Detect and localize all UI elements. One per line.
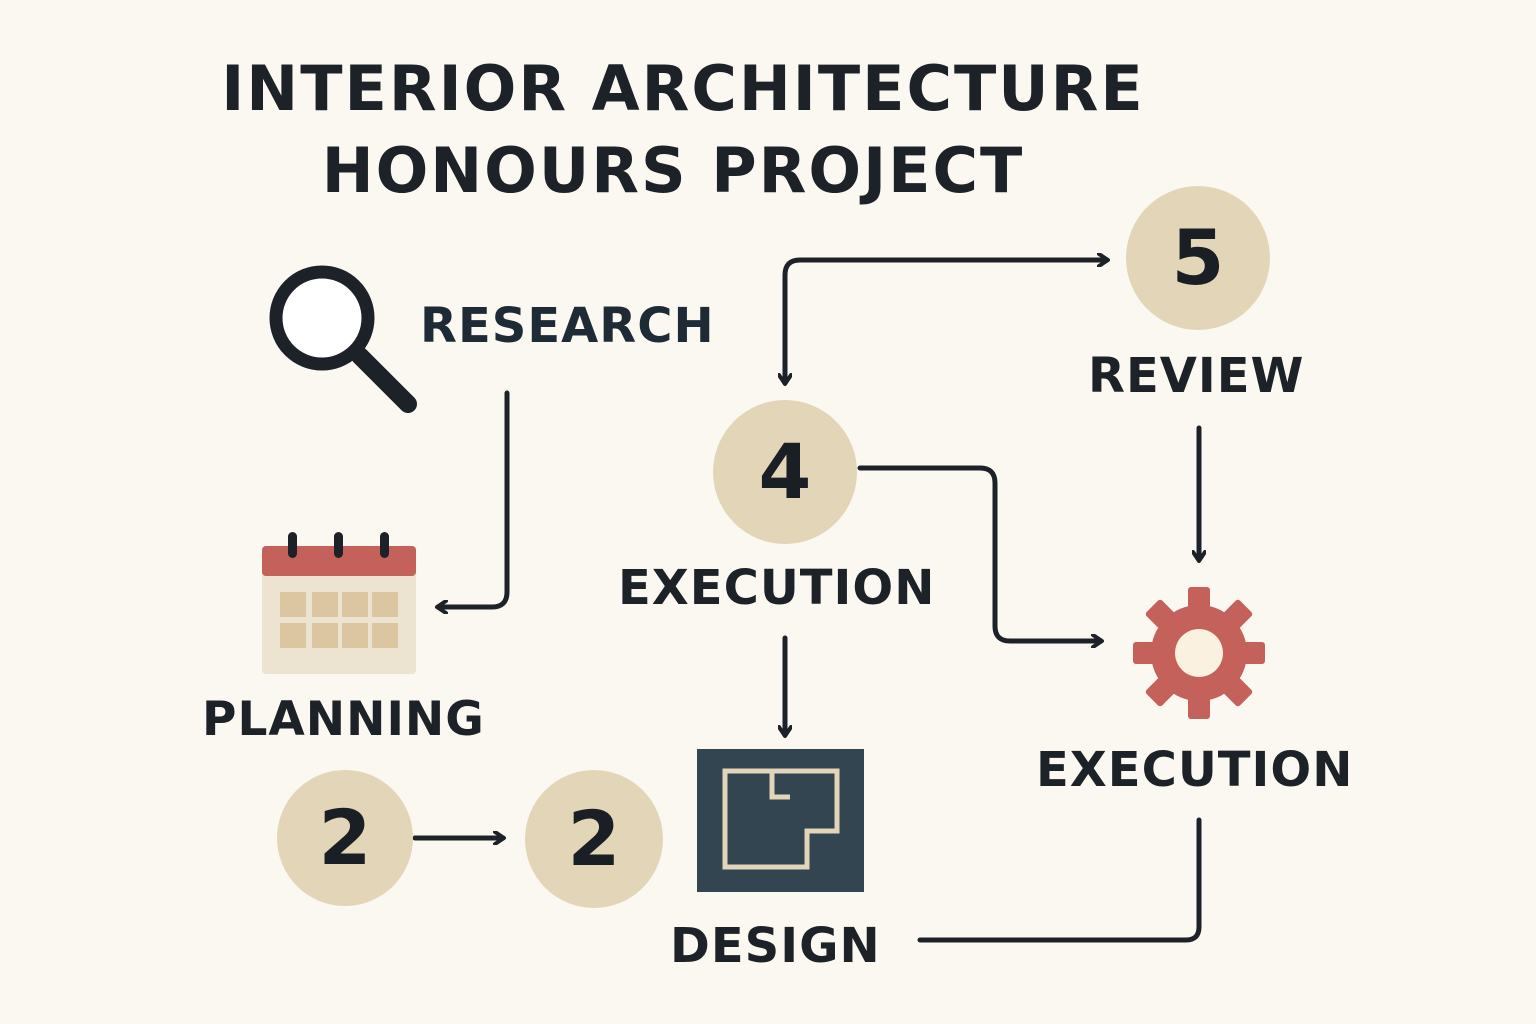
title-line-1: INTERIOR ARCHITECTURE: [221, 52, 1145, 125]
step-badge-5: 5: [1126, 186, 1270, 330]
gear-icon: [1133, 587, 1265, 719]
step-badge-2-left: 2: [277, 770, 413, 906]
label-execution-right: EXECUTION: [1036, 742, 1354, 798]
label-execution-center: EXECUTION: [618, 560, 936, 616]
arrow-four-to-execution: [857, 465, 1101, 641]
step-badge-2-right: 2: [525, 770, 663, 908]
title-line-2: HONOURS PROJECT: [321, 134, 1025, 207]
arrow-top-to-review: [782, 260, 1107, 303]
calendar-icon: [262, 532, 416, 674]
label-research: RESEARCH: [420, 298, 715, 354]
label-planning: PLANNING: [202, 692, 485, 747]
step-badge-4: 4: [713, 400, 857, 544]
arrow-research-to-planning: [438, 390, 510, 607]
label-design: DESIGN: [670, 918, 881, 974]
label-review: REVIEW: [1088, 348, 1305, 404]
floor-plan-icon: [697, 749, 864, 892]
line-design-to-execution: [917, 817, 1202, 943]
magnifier-icon: [269, 265, 417, 413]
